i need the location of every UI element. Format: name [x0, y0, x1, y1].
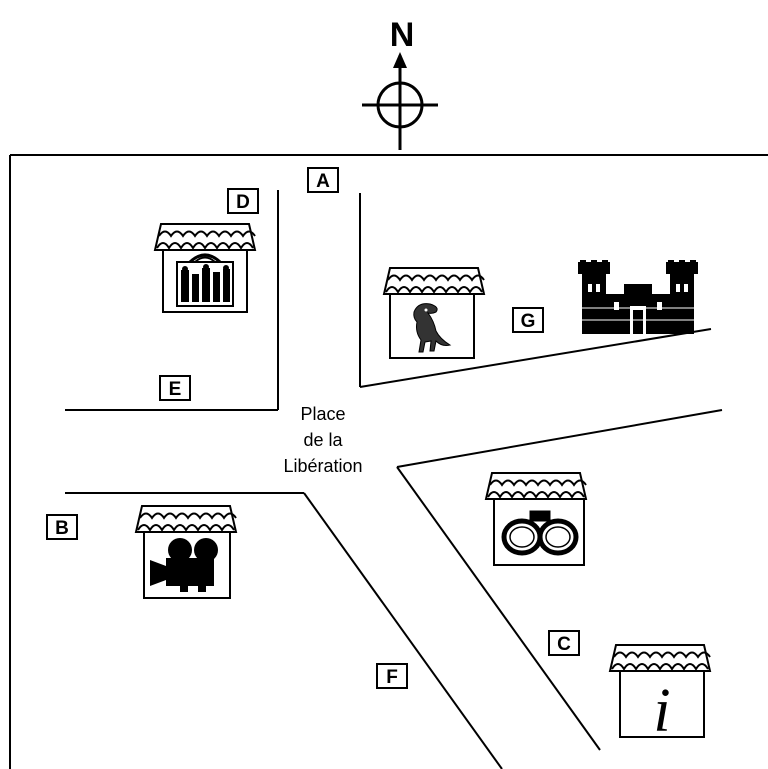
map-frame: [9, 154, 768, 769]
svg-text:A: A: [316, 171, 330, 192]
info-icon: i: [653, 677, 670, 745]
dinosaur-icon: [413, 303, 452, 353]
label-box-f: F: [376, 663, 408, 689]
svg-text:D: D: [236, 192, 250, 213]
compass-north-icon: N: [362, 16, 438, 150]
label-box-g: G: [512, 307, 544, 333]
place-line-1: Place: [300, 404, 345, 424]
building-police: [485, 472, 587, 566]
svg-text:B: B: [55, 518, 69, 539]
handcuffs-icon: [501, 510, 579, 556]
label-box-b: B: [46, 514, 78, 540]
label-box-a: A: [307, 167, 339, 193]
place-label: Place de la Libération: [283, 404, 362, 476]
north-label: N: [390, 16, 415, 54]
building-cinema: [135, 505, 237, 599]
label-box-e: E: [159, 375, 191, 401]
place-line-3: Libération: [283, 456, 362, 476]
streets: [65, 190, 723, 769]
label-box-d: D: [227, 188, 259, 214]
shopping-bag-icon: [176, 253, 234, 307]
svg-text:G: G: [521, 311, 536, 332]
svg-text:F: F: [386, 667, 398, 688]
building-info: i: [609, 644, 711, 745]
svg-text:E: E: [169, 379, 182, 400]
svg-text:C: C: [557, 634, 571, 655]
castle-icon: [578, 260, 698, 334]
building-shop: [154, 223, 256, 313]
building-museum: [383, 267, 485, 359]
label-box-c: C: [548, 630, 580, 656]
movie-camera-icon: [150, 538, 218, 592]
place-line-2: de la: [303, 430, 343, 450]
